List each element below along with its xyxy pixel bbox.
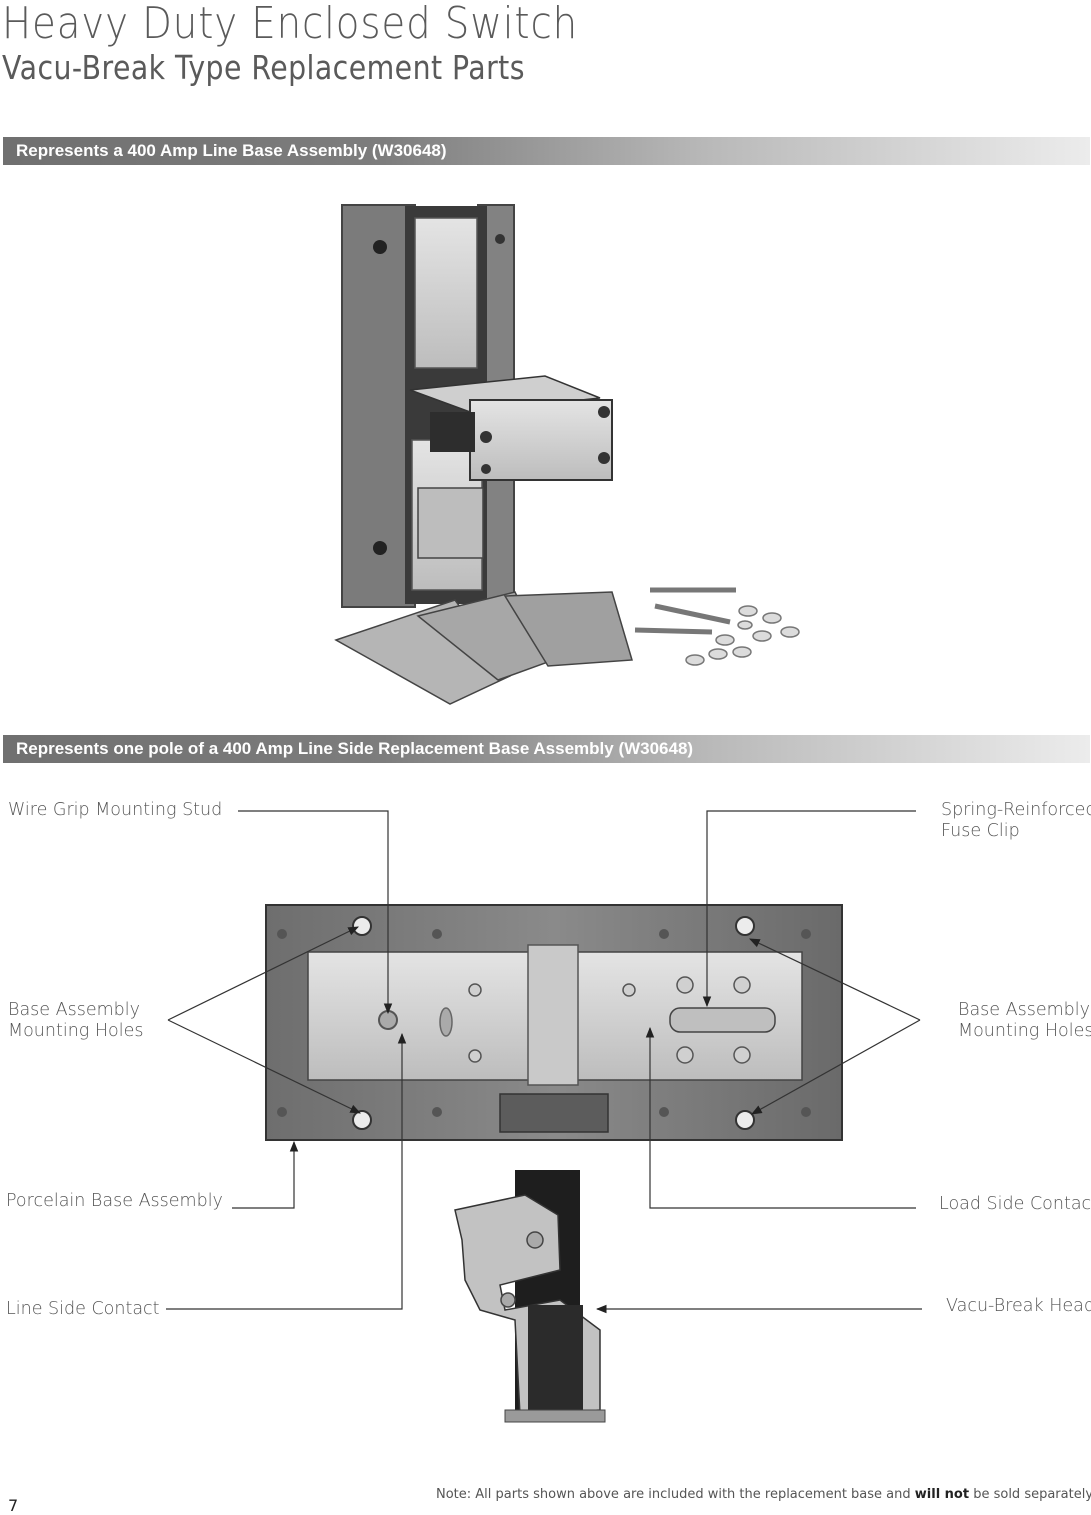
callout-load-side-contact: Load Side Contact <box>939 1194 1091 1214</box>
callout-base-holes-left-line2: Mounting Holes <box>8 1021 144 1041</box>
section-caption-band-2: Represents one pole of a 400 Amp Line Si… <box>3 735 1090 763</box>
base-assembly-photo <box>284 176 800 722</box>
page-number: 7 <box>8 1496 19 1515</box>
callout-spring-clip-line1: Spring-Reinforced <box>941 800 1091 820</box>
callout-leaders <box>166 810 922 1314</box>
callout-porcelain-base: Porcelain Base Assembly <box>6 1191 223 1211</box>
single-pole-base-photo <box>265 904 843 1141</box>
section-caption-band-1: Represents a 400 Amp Line Base Assembly … <box>3 137 1090 165</box>
callout-base-holes-left-line1: Base Assembly <box>8 1000 140 1020</box>
callout-line-side-contact: Line Side Contact <box>6 1299 160 1319</box>
callout-vacu-break-head: Vacu-Break Head <box>946 1296 1091 1316</box>
section-caption-1: Represents a 400 Amp Line Base Assembly … <box>16 141 447 160</box>
section-caption-2: Represents one pole of a 400 Amp Line Si… <box>16 739 694 758</box>
callout-spring-clip-line2: Fuse Clip <box>941 821 1020 841</box>
callout-wire-grip-mounting-stud: Wire Grip Mounting Stud <box>8 800 223 820</box>
callout-base-holes-right-line2: Mounting Holes <box>958 1021 1091 1041</box>
page-subtitle: Vacu-Break Type Replacement Parts <box>2 48 525 87</box>
footer-note: Note: All parts shown above are included… <box>436 1487 1091 1502</box>
callout-base-holes-right-line1: Base Assembly <box>958 1000 1090 1020</box>
page-title: Heavy Duty Enclosed Switch <box>2 0 579 49</box>
vacu-break-head-photo <box>454 1170 606 1423</box>
